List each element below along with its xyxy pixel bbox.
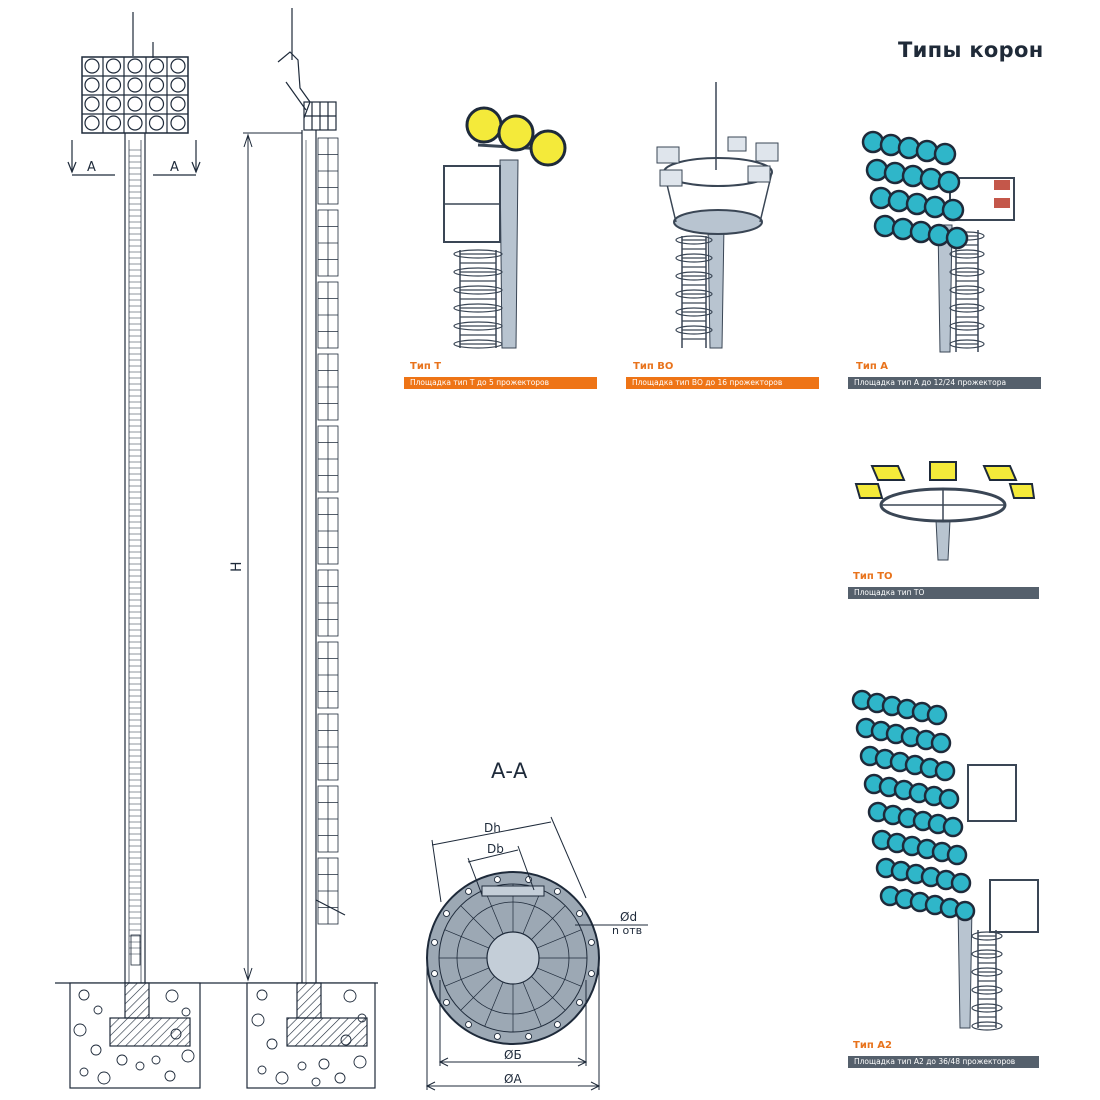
- crown-type-t-illustration: [443, 106, 567, 349]
- floodlight-icon: [105, 115, 122, 131]
- section-mark-left: А: [87, 160, 96, 175]
- bolt-hole-icon: [576, 998, 583, 1006]
- floodlight-icon: [170, 115, 186, 131]
- bolt-hole-icon: [431, 970, 438, 978]
- floodlight-icon: [938, 788, 960, 810]
- crown-type-to-illustration: [854, 461, 1036, 561]
- bolt-hole-icon: [431, 938, 438, 946]
- bolt-hole-icon: [525, 1033, 533, 1040]
- floodlight-icon: [887, 189, 911, 213]
- bolt-hole-icon: [588, 970, 595, 978]
- floodlight-icon: [148, 96, 165, 112]
- floodlight-icon: [865, 158, 889, 182]
- floodlight-icon: [945, 226, 969, 250]
- label-dh: Dh: [484, 821, 501, 835]
- bolt-hole-icon: [465, 1021, 473, 1028]
- bolt-hole-icon: [576, 910, 583, 918]
- floodlight-icon: [84, 77, 100, 93]
- floodlight-icon: [941, 198, 965, 222]
- label-hole-d: Ød: [620, 910, 637, 924]
- floodlight-icon: [170, 58, 186, 74]
- crown-name-a: Тип А: [856, 361, 888, 372]
- height-label: H: [229, 561, 245, 572]
- crown-desc-t: Площадка тип Т до 5 прожекторов: [404, 377, 597, 389]
- floodlight-icon: [105, 77, 122, 93]
- floodlight-icon: [127, 115, 143, 131]
- label-phi-b: ØБ: [504, 1048, 522, 1062]
- floodlight-icon: [950, 872, 972, 894]
- floodlight-icon: [933, 142, 957, 166]
- floodlight-icon: [127, 96, 143, 112]
- floodlight-icon: [148, 115, 165, 131]
- floodlight-icon: [891, 217, 915, 241]
- floodlight-icon: [105, 58, 122, 74]
- floodlight-icon: [148, 77, 165, 93]
- side-view-mast: [277, 8, 346, 983]
- floodlight-icon: [148, 58, 165, 74]
- floodlight-icon: [873, 214, 897, 238]
- crown-desc-a2: Площадка тип А2 до 36/48 прожекторов: [848, 1056, 1039, 1068]
- crown-desc-a: Площадка тип А до 12/24 прожектора: [848, 377, 1041, 389]
- floodlight-icon: [879, 133, 903, 157]
- floodlight-icon: [954, 900, 976, 922]
- crown-name-to: Тип ТО: [853, 571, 893, 582]
- floodlight-icon: [930, 732, 952, 754]
- label-hole-n: n отв: [612, 924, 642, 937]
- crown-name-t: Тип Т: [410, 361, 442, 372]
- floodlight-icon: [927, 223, 951, 247]
- bolt-hole-icon: [443, 998, 450, 1006]
- floodlight-icon: [946, 844, 968, 866]
- ground-foundation: [55, 982, 378, 1089]
- bolt-hole-icon: [443, 910, 450, 918]
- label-phi-a: ØА: [504, 1072, 522, 1086]
- section-mark-right: А: [170, 160, 179, 175]
- floodlight-icon: [934, 760, 956, 782]
- floodlight-icon: [869, 186, 893, 210]
- crown-desc-to: Площадка тип ТО: [848, 587, 1039, 599]
- height-dimension: [243, 132, 302, 982]
- bolt-hole-icon: [493, 1033, 501, 1040]
- floodlight-icon: [937, 170, 961, 194]
- section-title: А-А: [491, 759, 528, 783]
- floodlight-icon: [84, 96, 100, 112]
- floodlight-icon: [84, 58, 100, 74]
- floodlight-icon: [905, 192, 929, 216]
- crown-type-a2-illustration: [851, 689, 1039, 1031]
- floodlight-icon: [105, 96, 122, 112]
- page-title: Типы корон: [898, 38, 1044, 62]
- bolt-hole-icon: [465, 888, 473, 895]
- floodlight-icon: [909, 220, 933, 244]
- bolt-hole-icon: [553, 1021, 561, 1028]
- crown-type-vo-illustration: [656, 82, 779, 349]
- bolt-hole-icon: [553, 888, 561, 895]
- floodlight-icon: [170, 96, 186, 112]
- crown-type-a-illustration: [861, 130, 1015, 353]
- floodlight-icon: [923, 195, 947, 219]
- floodlight-icon: [127, 77, 143, 93]
- floodlight-icon: [883, 161, 907, 185]
- floodlight-icon: [901, 164, 925, 188]
- floodlight-icon: [861, 130, 885, 154]
- floodlight-icon: [897, 136, 921, 160]
- bolt-hole-icon: [588, 938, 595, 946]
- bolt-hole-icon: [493, 876, 501, 883]
- floodlight-icon: [919, 167, 943, 191]
- floodlight-icon: [926, 704, 948, 726]
- floodlight-icon: [915, 139, 939, 163]
- crown-desc-vo: Площадка тип ВО до 16 прожекторов: [626, 377, 819, 389]
- floodlight-icon: [84, 115, 100, 131]
- label-db: Db: [487, 842, 504, 856]
- floodlight-icon: [942, 816, 964, 838]
- floodlight-icon: [127, 58, 143, 74]
- floodlight-icon: [170, 77, 186, 93]
- crown-name-vo: Тип ВО: [633, 361, 674, 372]
- front-view-mast: [67, 12, 201, 983]
- crown-name-a2: Тип А2: [853, 1040, 892, 1051]
